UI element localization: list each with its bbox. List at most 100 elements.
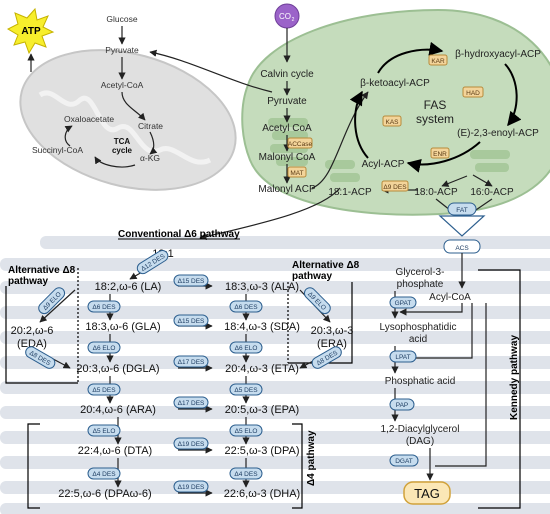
fa-dgla: 20:3,ω-6 (DGLA) — [76, 363, 159, 375]
fa-la: 18:2,ω-6 (LA) — [95, 281, 162, 293]
oxaloacetate: Oxaloacetate — [64, 114, 114, 124]
d17-des-1: Δ17 DES — [178, 359, 205, 366]
fatty-acids: 18:1 18:2,ω-6 (LA) 18:3,ω-3 (ALA) 18:3,ω… — [11, 248, 354, 500]
chloroplast-metabolites: Calvin cycle Pyruvate Acetyl CoA Malonyl… — [258, 49, 541, 198]
acs-badge: ACS — [455, 245, 469, 252]
atp-icon: ATP — [6, 7, 55, 55]
enoyl-acp: (E)-2,3-enoyl-ACP — [457, 128, 539, 139]
pathway-brackets — [5, 268, 521, 509]
d5-des-left: Δ5 DES — [92, 387, 116, 394]
kennedy-pathway: Glycerol-3- phosphate Acyl-CoA Lysophosp… — [380, 267, 471, 505]
lpa-line2: acid — [409, 334, 427, 345]
d19-des-1: Δ19 DES — [178, 441, 205, 448]
chloroplast-enzymes: ACCase MAT KAR HAD KAS ENR Δ9 DES — [287, 54, 484, 192]
chloro-acetyl-coa: Acetyl CoA — [262, 123, 312, 134]
conventional-pathway-title: Conventional Δ6 pathway — [118, 229, 240, 240]
chloro-pyruvate: Pyruvate — [267, 96, 307, 107]
alt-left-title-2: pathway — [8, 276, 48, 287]
mito-metabolites: Glucose Pyruvate Acetyl-CoA Oxaloacetate… — [32, 14, 163, 163]
d15-des-2: Δ15 DES — [178, 318, 205, 325]
fa-gla: 18:3,ω-6 (GLA) — [85, 321, 160, 333]
fat-badge: FAT — [456, 207, 467, 214]
accase-badge: ACCase — [288, 141, 313, 148]
tag: TAG — [414, 486, 440, 501]
alt-right-title: Alternative Δ8 — [292, 260, 360, 271]
d5-elo-right: Δ5 ELO — [235, 428, 258, 435]
fas-system-label: system — [416, 112, 454, 126]
dag-line2: (DAG) — [406, 436, 434, 447]
d5-elo-left: Δ5 ELO — [93, 428, 116, 435]
d5-des-right: Δ5 DES — [234, 387, 258, 394]
fas-label: FAS — [424, 98, 447, 112]
fa-eta: 20:4,ω-3 (ETA) — [225, 363, 299, 375]
acyl-coa: Acyl-CoA — [429, 292, 471, 303]
dag-line1: 1,2-Diacylglycerol — [381, 424, 460, 435]
hydroxyacyl-acp: β-hydroxyacyl-ACP — [455, 49, 541, 60]
fa-dpa-n6: 22:5,ω-6 (DPAω-6) — [58, 488, 151, 500]
mitochondrion — [19, 49, 237, 191]
tca-cycle-label: cycle — [112, 146, 133, 155]
d4-des-right: Δ4 DES — [234, 471, 258, 478]
malonyl-acp: Malonyl ACP — [258, 184, 316, 195]
glucose: Glucose — [106, 14, 137, 24]
c18-1-acp: 18:1-ACP — [328, 187, 372, 198]
tca-label: TCA — [114, 137, 131, 146]
acyl-acp: Acyl-ACP — [362, 159, 405, 170]
had-badge: HAD — [466, 90, 480, 97]
fa-ara: 20:4,ω-6 (ARA) — [80, 404, 156, 416]
citrate: Citrate — [138, 121, 163, 131]
atp-label: ATP — [21, 26, 41, 37]
kennedy-enzymes: GPAT LPAT PAP DGAT — [389, 296, 419, 467]
alpha-kg: α-KG — [140, 153, 160, 163]
fat-acs-transporter: FAT ACS — [435, 198, 493, 254]
fa-dha: 22:6,ω-3 (DHA) — [224, 488, 300, 500]
kar-badge: KAR — [431, 58, 445, 65]
fa-era-abbrev: (ERA) — [317, 338, 347, 350]
fa-eda-abbrev: (EDA) — [17, 338, 47, 350]
fa-eda: 20:2,ω-6 — [11, 325, 54, 337]
phosphatic-acid: Phosphatic acid — [385, 376, 456, 387]
fa-era: 20:3,ω-3 — [311, 325, 354, 337]
g3p-line1: Glycerol-3- — [396, 267, 445, 278]
fa-epa: 20:5,ω-3 (EPA) — [225, 404, 299, 416]
mito-pyruvate: Pyruvate — [105, 45, 139, 55]
fa-ala: 18:3,ω-3 (ALA) — [225, 281, 299, 293]
kas-badge: KAS — [385, 119, 399, 126]
d4-des-left: Δ4 DES — [92, 471, 116, 478]
d4-pathway-title: Δ4 pathway — [306, 430, 317, 486]
fa-sda: 18:4,ω-3 (SDA) — [224, 321, 300, 333]
co2-subscript: 2 — [292, 17, 295, 23]
alt-right-title-2: pathway — [292, 271, 332, 282]
c18-0-acp: 18:0-ACP — [414, 187, 458, 198]
g3p-line2: phosphate — [397, 279, 444, 290]
lpat-badge: LPAT — [395, 354, 410, 361]
malonyl-coa: Malonyl CoA — [259, 152, 316, 163]
pap-badge: PAP — [396, 402, 409, 409]
succinyl-coa: Succinyl-CoA — [32, 145, 83, 155]
lpa-line1: Lysophosphatidic — [380, 322, 457, 333]
enr-badge: ENR — [433, 151, 447, 158]
co2-label: CO — [279, 12, 291, 21]
calvin-cycle: Calvin cycle — [260, 69, 314, 80]
fas-cycle — [349, 41, 522, 173]
ketoacyl-acp: β-ketoacyl-ACP — [360, 78, 430, 89]
d6-elo-left: Δ6 ELO — [93, 345, 116, 352]
alt-left-title: Alternative Δ8 — [8, 265, 76, 276]
er-background — [0, 236, 550, 514]
d9-des-badge: Δ9 DES — [383, 184, 407, 191]
gpat-badge: GPAT — [395, 300, 412, 307]
kennedy-pathway-title: Kennedy pathway — [509, 335, 520, 420]
d17-des-2: Δ17 DES — [178, 400, 205, 407]
d6-elo-right: Δ6 ELO — [235, 345, 258, 352]
fa-dpa-n3: 22:5,ω-3 (DPA) — [224, 445, 299, 457]
mat-badge: MAT — [290, 170, 303, 177]
dgat-badge: DGAT — [395, 458, 413, 465]
d15-des-1: Δ15 DES — [178, 278, 205, 285]
mito-acetyl-coa: Acetyl-CoA — [101, 80, 144, 90]
c16-0-acp: 16:0-ACP — [470, 187, 514, 198]
d19-des-2: Δ19 DES — [178, 484, 205, 491]
d6-des-left: Δ6 DES — [92, 304, 116, 311]
co2-icon: CO 2 — [274, 3, 300, 29]
d6-des-right: Δ6 DES — [234, 304, 258, 311]
